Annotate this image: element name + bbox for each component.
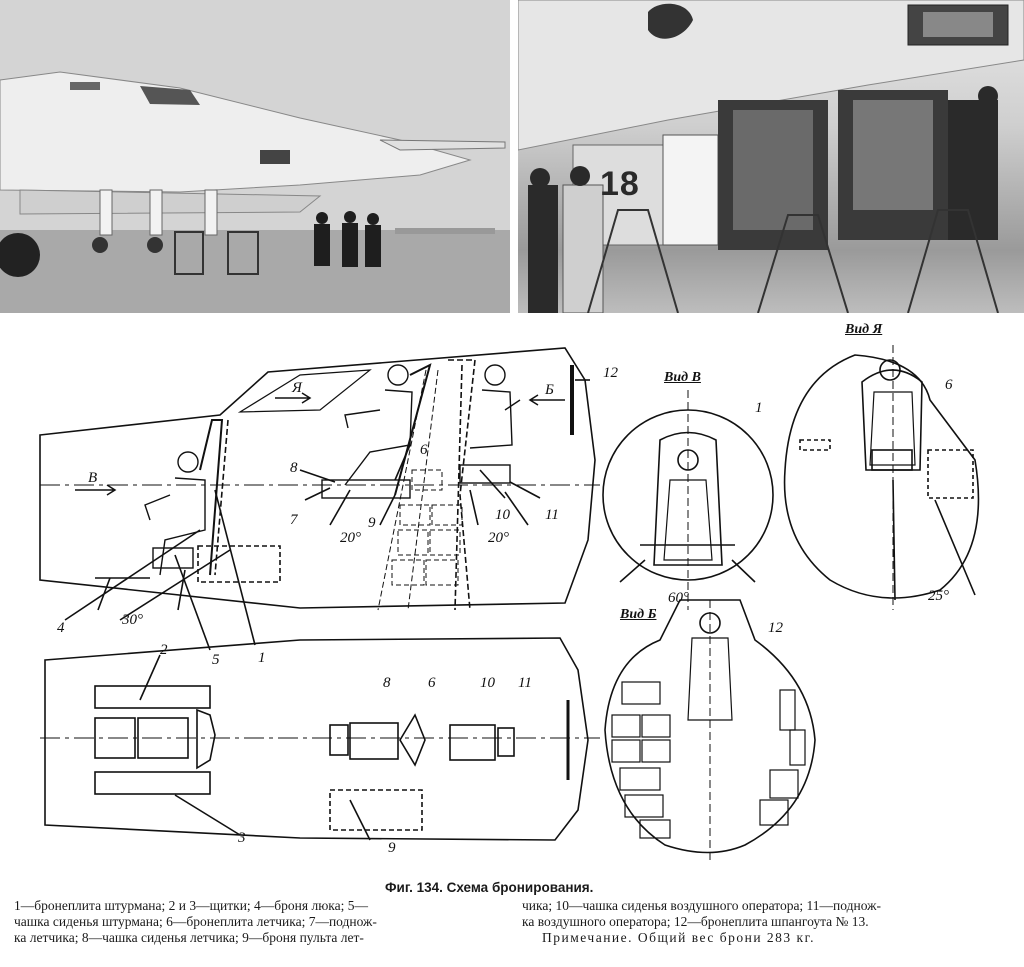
armor-scheme-drawing: Вид В Вид Я Вид Б Я Б В 30° 20° 20° 60° … [0, 320, 1024, 880]
view-b-circle [604, 599, 816, 860]
caption-title: Фиг. 134. Схема бронирования. [385, 880, 594, 895]
callout-side-7: 7 [290, 512, 298, 528]
caption-line: ка летчика; 8—чашка сиденья летчика; 9—б… [14, 930, 364, 945]
callout-2: 2 [160, 642, 168, 658]
callout-side-9: 9 [368, 515, 376, 531]
aircraft-photo-right: 18 [518, 0, 1024, 313]
aircraft-silhouette-left [0, 0, 510, 313]
view-v-circle [602, 390, 774, 610]
aircraft-photo-left [0, 0, 510, 313]
callout-view-ya-6: 6 [945, 377, 953, 393]
view-ya-title: Вид Я [845, 322, 883, 337]
armor-scheme-lines [39, 345, 980, 860]
callout-side-8: 8 [290, 460, 298, 476]
callout-view-v-1: 1 [755, 400, 763, 416]
callout-side-11: 11 [545, 507, 559, 523]
angle-60: 60° [668, 590, 689, 606]
callout-top-11: 11 [518, 675, 532, 691]
operator-figure [459, 364, 521, 484]
angle-25: 25° [928, 588, 949, 604]
view-b-title: Вид Б [620, 607, 657, 622]
caption-note: Примечание. Общий вес брони 283 кг. [542, 930, 815, 945]
navigator-figure [95, 451, 206, 579]
view-v-title: Вид В [664, 370, 701, 385]
callout-top-8: 8 [383, 675, 391, 691]
pilot-figure [321, 364, 413, 499]
callout-top-10: 10 [480, 675, 495, 691]
callout-5: 5 [212, 652, 220, 668]
caption-column-left: 1—бронеплита штурмана; 2 и 3—щитки; 4—бр… [14, 898, 514, 946]
arrow-label-v: В [88, 470, 98, 486]
arrow-label-ya: Я [292, 380, 302, 396]
top-view-fuselage [44, 637, 589, 841]
callout-side-6: 6 [420, 442, 428, 458]
callout-side-10: 10 [495, 507, 510, 523]
side-view-fuselage [39, 347, 596, 609]
angle-20-right: 20° [488, 530, 509, 546]
view-ya-circle [783, 345, 980, 610]
angle-20-left: 20° [340, 530, 361, 546]
caption-line: ка воздушного оператора; 12—бронеплита ш… [522, 914, 869, 929]
aircraft-hatches-silhouette [518, 0, 1024, 313]
caption-line: чашка сиденья штурмана; 6—бронеплита лет… [14, 914, 377, 929]
arrow-label-b: Б [545, 382, 554, 398]
callout-top-9: 9 [388, 840, 396, 856]
figure-caption: Фиг. 134. Схема бронирования. 1—бронепли… [0, 878, 1024, 967]
caption-column-right: чика; 10—чашка сиденья воздушного операт… [522, 898, 1017, 946]
callout-4: 4 [57, 620, 65, 636]
caption-line: чика; 10—чашка сиденья воздушного операт… [522, 898, 881, 913]
callout-view-b-12: 12 [768, 620, 783, 636]
callout-1: 1 [258, 650, 266, 666]
tail-number: 18 [600, 165, 640, 203]
angle-30: 30° [122, 612, 143, 628]
callout-top-6: 6 [428, 675, 436, 691]
callout-3: 3 [238, 830, 246, 846]
callout-12: 12 [603, 365, 618, 381]
caption-line: 1—бронеплита штурмана; 2 и 3—щитки; 4—бр… [14, 898, 369, 913]
